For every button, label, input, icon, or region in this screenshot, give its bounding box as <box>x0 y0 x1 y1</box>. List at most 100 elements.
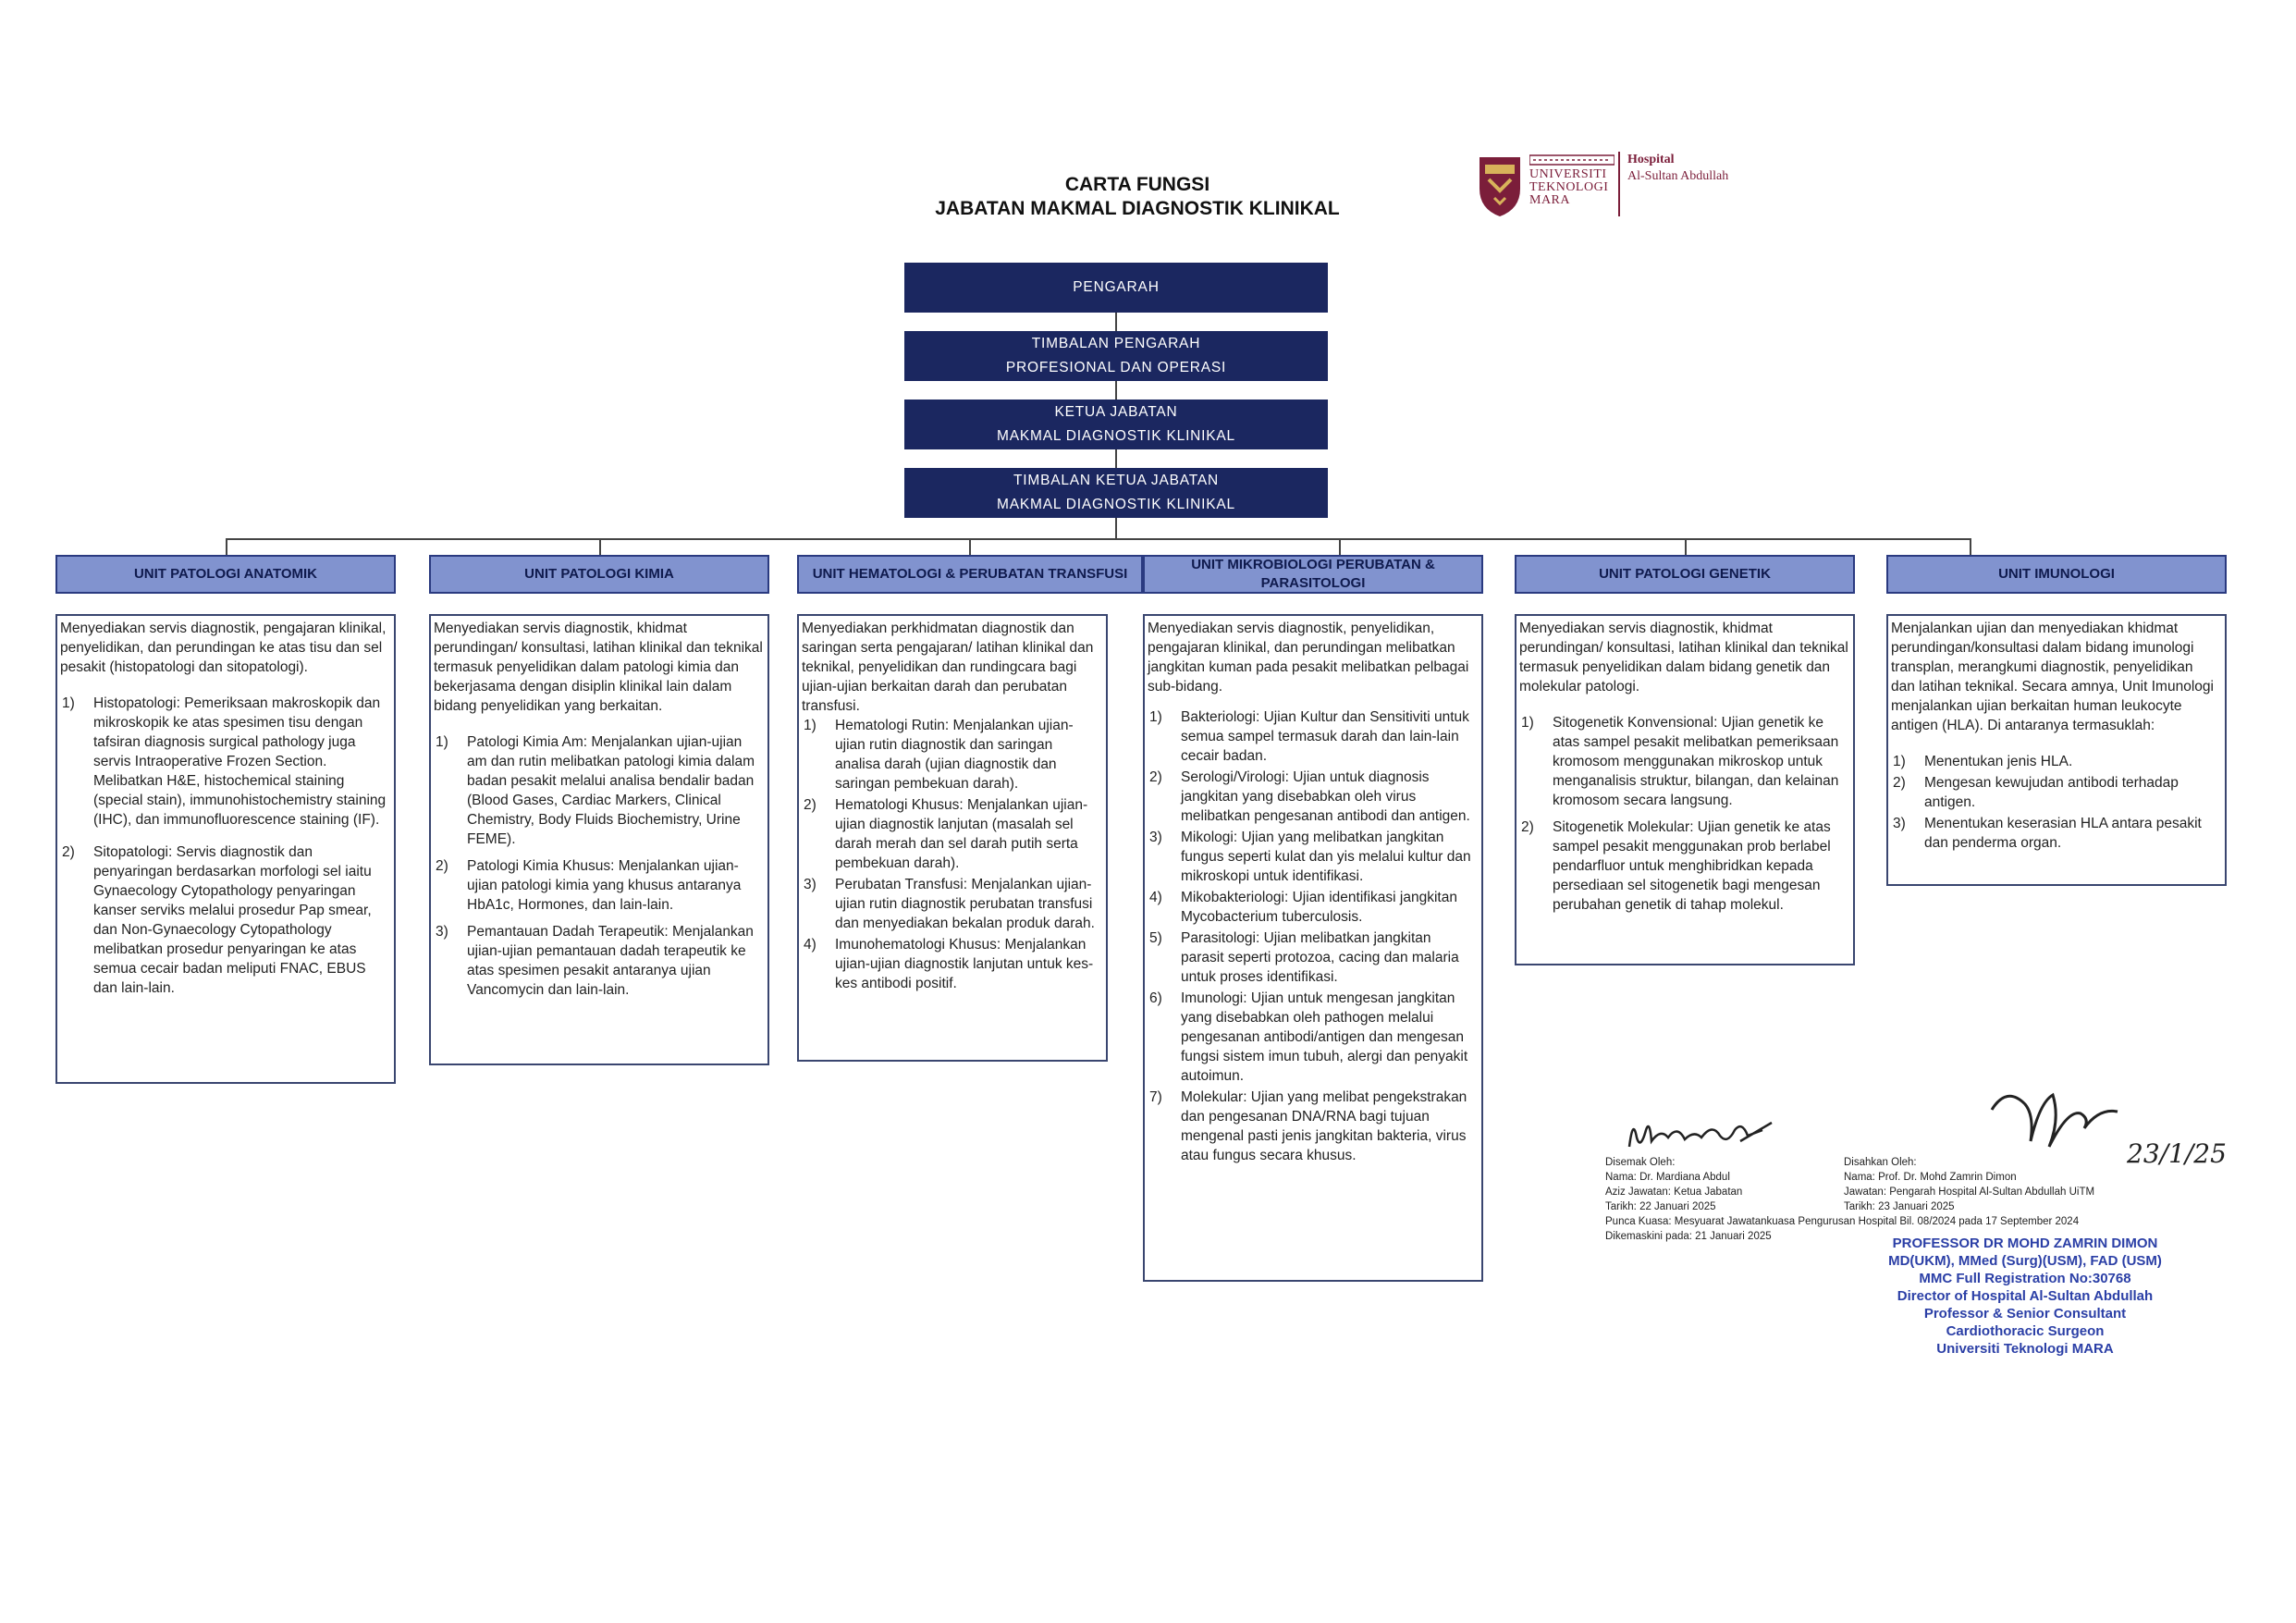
connector-line <box>1115 313 1117 331</box>
punca-kuasa: Punca Kuasa: Mesyuarat Jawatankuasa Peng… <box>1605 1216 2080 1227</box>
item-number: 2) <box>1521 819 1534 835</box>
ketua-jabatan-line2: MAKMAL DIAGNOSTIK KLINIKAL <box>997 428 1235 444</box>
item-text: Patologi Kimia Am: Menjalankan ujian-uji… <box>467 734 755 847</box>
item-text: Patologi Kimia Khusus: Menjalankan ujian… <box>467 858 742 913</box>
unit-header-hematologi: UNIT HEMATOLOGI & PERUBATAN TRANSFUSI <box>797 555 1143 594</box>
item-number: 2) <box>804 797 816 813</box>
connector-line <box>599 538 601 555</box>
unit-header-patologi-genetik: UNIT PATOLOGI GENETIK <box>1515 555 1855 594</box>
function-item: 3)Pemantauan Dadah Terapeutik: Menjalank… <box>434 922 763 1000</box>
unit-intro: Menjalankan ujian dan menyediakan khidma… <box>1891 621 2214 733</box>
unit-body-hematologi: Menyediakan perkhidmatan diagnostik dan … <box>797 614 1108 1062</box>
function-item: 1) Bakteriologi: Ujian Kultur dan Sensiti… <box>1148 707 1477 766</box>
function-item: 6)Imunologi: Ujian untuk mengesan jangki… <box>1148 989 1477 1086</box>
logo-uni-line1: UNIVERSITI <box>1529 167 1607 181</box>
unit-header-patologi-anatomik: UNIT PATOLOGI ANATOMIK <box>55 555 396 594</box>
item-number: 1) <box>62 695 75 711</box>
function-item: 2)Mengesan kewujudan antibodi terhadap a… <box>1891 773 2220 812</box>
item-number: 7) <box>1149 1089 1162 1105</box>
uitm-hospital-logo: UNIVERSITI TEKNOLOGI MARA Hospital Al-Su… <box>1476 152 1753 226</box>
unit-title: UNIT IMUNOLOGI <box>1998 566 2115 582</box>
unit-body-patologi-anatomik: Menyediakan servis diagnostik, pengajara… <box>55 614 396 1084</box>
item-number: 2) <box>1149 769 1162 785</box>
item-number: 1) <box>1149 709 1162 725</box>
item-text: Histopatologi: Pemeriksaan makroskopik d… <box>93 695 387 828</box>
function-list: 1)Menentukan jenis HLA. 2)Mengesan kewuj… <box>1891 752 2220 853</box>
stamp-line: MMC Full Registration No:30768 <box>1919 1271 2131 1286</box>
timbalan-pengarah-box: TIMBALAN PENGARAH PROFESIONAL DAN OPERAS… <box>904 331 1328 381</box>
unit-title: UNIT MIKROBIOLOGI PERUBATAN & PARASITOLO… <box>1191 557 1435 591</box>
stamp-line: Universiti Teknologi MARA <box>1936 1341 2114 1357</box>
handwritten-date: 23/1/25 <box>2127 1138 2227 1169</box>
item-number: 2) <box>436 858 448 874</box>
item-text: Parasitologi: Ujian melibatkan jangkitan… <box>1181 930 1459 985</box>
ketua-jabatan-box: KETUA JABATAN MAKMAL DIAGNOSTIK KLINIKAL <box>904 400 1328 449</box>
item-number: 2) <box>1893 775 1906 791</box>
function-list: 1) Patologi Kimia Am: Menjalankan ujian-u… <box>434 732 763 1000</box>
logo-hospital-line2: Al-Sultan Abdullah <box>1627 169 1729 183</box>
pengarah-box: PENGARAH <box>904 263 1328 313</box>
item-text: Sitogenetik Konvensional: Ujian genetik … <box>1553 715 1839 808</box>
signature-disemak <box>1627 1121 1773 1148</box>
unit-title: UNIT PATOLOGI ANATOMIK <box>133 566 318 582</box>
item-text: Sitogenetik Molekular: Ujian genetik ke … <box>1553 819 1831 913</box>
chart-title-line2: JABATAN MAKMAL DIAGNOSTIK KLINIKAL <box>935 198 1340 219</box>
stamp-line: Cardiothoracic Surgeon <box>1946 1323 2105 1339</box>
unit-intro: Menyediakan servis diagnostik, penyelidi… <box>1148 621 1469 695</box>
disemak-block: Disemak Oleh: Nama: Dr. Mardiana Abdul A… <box>1605 1155 1818 1214</box>
item-text: Imunohematologi Khusus: Menjalankan ujia… <box>835 937 1094 991</box>
item-text: Molekular: Ujian yang melibat pengekstra… <box>1181 1089 1467 1163</box>
connector-line <box>1115 518 1117 539</box>
logo-hospital-line1: Hospital <box>1627 153 1675 166</box>
function-item: 2) Serologi/Virologi: Ujian untuk diagnos… <box>1148 768 1477 826</box>
stamp-line: Professor & Senior Consultant <box>1923 1306 2127 1322</box>
item-number: 4) <box>1149 890 1162 905</box>
function-list: 1)Sitogenetik Konvensional: Ujian geneti… <box>1519 713 1848 915</box>
disahkan-nama: Nama: Prof. Dr. Mohd Zamrin Dimon <box>1844 1172 2017 1183</box>
stamp-line: Director of Hospital Al-Sultan Abdullah <box>1897 1288 2154 1304</box>
timbalan-ketua-box: TIMBALAN KETUA JABATAN MAKMAL DIAGNOSTIK… <box>904 468 1328 518</box>
unit-intro: Menyediakan servis diagnostik, khidmat p… <box>434 621 763 714</box>
item-text: Bakteriologi: Ujian Kultur dan Sensitivi… <box>1181 709 1469 764</box>
item-text: Hematologi Rutin: Menjalankan ujian-ujia… <box>835 718 1074 792</box>
function-item: 4)Imunohematologi Khusus: Menjalankan uj… <box>802 935 1101 993</box>
item-number: 3) <box>1149 830 1162 845</box>
function-item: 5) Parasitologi: Ujian melibatkan jangkit… <box>1148 928 1477 987</box>
unit-intro: Menyediakan perkhidmatan diagnostik dan … <box>802 621 1094 714</box>
uitm-crest-icon <box>1480 157 1520 216</box>
unit-intro: Menyediakan servis diagnostik, khidmat p… <box>1519 621 1848 695</box>
unit-title: UNIT PATOLOGI KIMIA <box>524 566 674 582</box>
unit-body-imunologi: Menjalankan ujian dan menyediakan khidma… <box>1886 614 2227 886</box>
disemak-jawatan: Aziz Jawatan: Ketua Jabatan <box>1605 1187 1743 1198</box>
item-text: Menentukan jenis HLA. <box>1924 754 2073 769</box>
item-text: Hematologi Khusus: Menjalankan ujian-uji… <box>835 797 1088 871</box>
function-item: 2) Patologi Kimia Khusus: Menjalankan uji… <box>434 856 763 915</box>
item-number: 3) <box>804 877 816 892</box>
logo-divider <box>1618 152 1620 216</box>
item-text: Perubatan Transfusi: Menjalankan ujian-u… <box>835 877 1095 931</box>
item-text: Serologi/Virologi: Ujian untuk diagnosis… <box>1181 769 1470 824</box>
ketua-jabatan-line1: KETUA JABATAN <box>1054 404 1178 420</box>
disahkan-jawatan: Jawatan: Pengarah Hospital Al-Sultan Abd… <box>1844 1187 2095 1198</box>
logo-pattern-icon <box>1529 154 1615 166</box>
item-text: Menentukan keserasian HLA antara pesakit… <box>1924 816 2202 851</box>
stamp-line: MD(UKM), MMed (Surg)(USM), FAD (USM) <box>1888 1253 2162 1269</box>
function-item: 1) Histopatologi: Pemeriksaan makroskopik… <box>60 694 389 830</box>
unit-header-patologi-kimia: UNIT PATOLOGI KIMIA <box>429 555 769 594</box>
item-number: 6) <box>1149 990 1162 1006</box>
connector-line <box>1115 449 1117 468</box>
item-number: 5) <box>1149 930 1162 946</box>
function-item: 2)Sitopatologi: Servis diagnostik dan pe… <box>60 842 389 998</box>
disahkan-tarikh: Tarikh: 23 Januari 2025 <box>1844 1201 1955 1212</box>
connector-line <box>969 538 971 555</box>
logo-uni-line3: MARA <box>1529 193 1571 207</box>
disahkan-label: Disahkan Oleh: <box>1844 1157 1917 1168</box>
item-number: 1) <box>436 734 448 750</box>
official-stamp: PROFESSOR DR MOHD ZAMRIN DIMON MD(UKM), … <box>1849 1235 2201 1358</box>
stamp-line: PROFESSOR DR MOHD ZAMRIN DIMON <box>1892 1236 2158 1251</box>
disemak-tarikh: Tarikh: 22 Januari 2025 <box>1605 1201 1716 1212</box>
timbalan-ketua-line1: TIMBALAN KETUA JABATAN <box>1013 473 1219 488</box>
signature-disahkan <box>1990 1092 2118 1148</box>
function-item: 1)Hematologi Rutin: Menjalankan ujian-uj… <box>802 716 1101 793</box>
function-item: 2) Sitogenetik Molekular: Ujian genetik k… <box>1519 818 1848 915</box>
